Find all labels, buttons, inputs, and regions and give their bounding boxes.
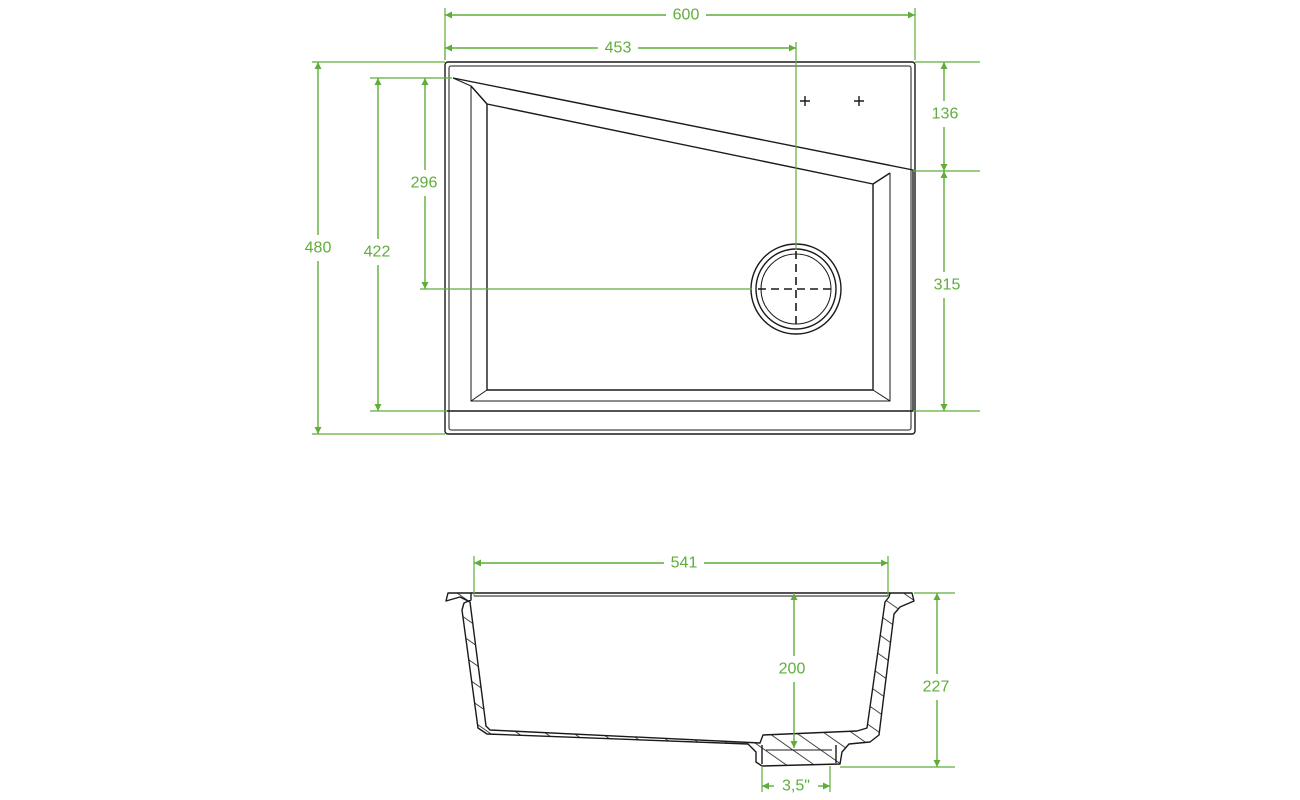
dimension-arrow [908,11,915,19]
sink-section [445,592,915,767]
top-view [444,61,916,435]
dimension-arrow [762,782,769,790]
dimension-arrow [823,782,830,790]
dimension-arrow [940,164,948,171]
dimension-arrow [421,78,429,85]
side-view [445,592,915,767]
top-view-dimensions [312,8,980,435]
dim-label-3-5-inch: 3,5" [782,778,810,795]
dimension-arrow [790,593,798,600]
dimension-arrow [933,760,941,767]
dimension-arrow [940,62,948,69]
dimension-arrow [790,741,798,748]
sink-top-outline [444,61,916,435]
dim-label-227: 227 [923,679,950,696]
dimension-arrow [314,62,322,69]
dimension-arrow [881,559,888,567]
dimension-arrow [933,593,941,600]
dim-label-136: 136 [932,106,959,123]
dimension-arrow [474,559,481,567]
tap-hole-marks [800,96,864,106]
dimension-arrow [789,44,796,52]
drain-circle [750,243,842,335]
dimension-labels: 600 453 480 422 296 136 315 541 200 227 … [305,7,961,795]
dim-label-422: 422 [364,244,391,261]
dim-label-453: 453 [605,40,632,57]
dimension-arrow [421,282,429,289]
dimension-arrow [374,404,382,411]
dimension-arrow [374,78,382,85]
dimension-arrow [940,404,948,411]
dim-label-296: 296 [411,175,438,192]
dim-label-200: 200 [779,661,806,678]
dimension-arrow [314,427,322,434]
dimension-arrow [940,171,948,178]
dim-label-315: 315 [934,277,961,294]
dimension-arrow [445,44,452,52]
dim-label-600: 600 [673,7,700,24]
dim-label-541: 541 [671,555,698,572]
dimension-arrow [445,11,452,19]
dim-label-480: 480 [305,240,332,257]
side-view-dimensions [473,556,955,792]
